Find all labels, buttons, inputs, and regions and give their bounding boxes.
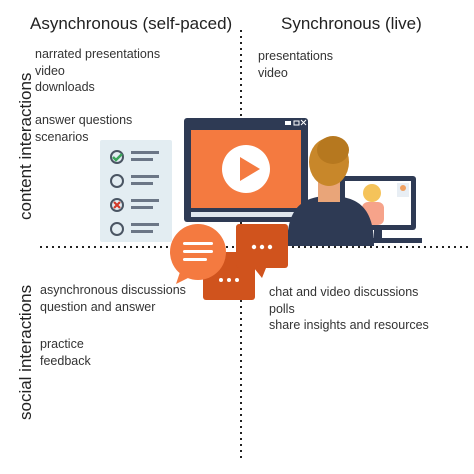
list-item: polls — [269, 301, 295, 316]
async-content-list-b: answer questions scenarios — [35, 112, 132, 145]
monitor-play-icon — [184, 118, 308, 222]
sync-social-list: chat and video discussions polls share i… — [269, 284, 429, 334]
header-asynchronous: Asynchronous (self-paced) — [30, 14, 233, 33]
list-item: video — [258, 65, 288, 80]
list-item: presentations — [258, 49, 334, 63]
async-social-list-b: practice feedback — [40, 336, 91, 369]
header-synchronous: Synchronous (live) — [281, 14, 422, 33]
list-item: downloads — [35, 80, 95, 94]
list-item: answer questions — [35, 113, 133, 127]
row-label-social: social interactions — [16, 284, 35, 420]
chat-bubbles-icon — [170, 224, 288, 300]
list-item: feedback — [40, 353, 91, 368]
async-social-list-a: asynchronous discussions question and an… — [40, 282, 186, 315]
list-item: share insights and resources — [269, 318, 429, 332]
sync-content-list: presentations video — [258, 48, 333, 81]
checklist-icon — [100, 140, 172, 242]
row-label-content: content interactions — [16, 72, 35, 220]
async-content-list-a: narrated presentations video downloads — [35, 46, 160, 96]
list-item: video — [35, 63, 65, 78]
list-item: question and answer — [40, 299, 156, 314]
list-item: scenarios — [35, 129, 89, 144]
person-at-computer-icon — [287, 136, 422, 246]
list-item: practice — [40, 337, 84, 351]
list-item: chat and video discussions — [269, 285, 419, 299]
list-item: asynchronous discussions — [40, 283, 186, 297]
list-item: narrated presentations — [35, 47, 161, 61]
